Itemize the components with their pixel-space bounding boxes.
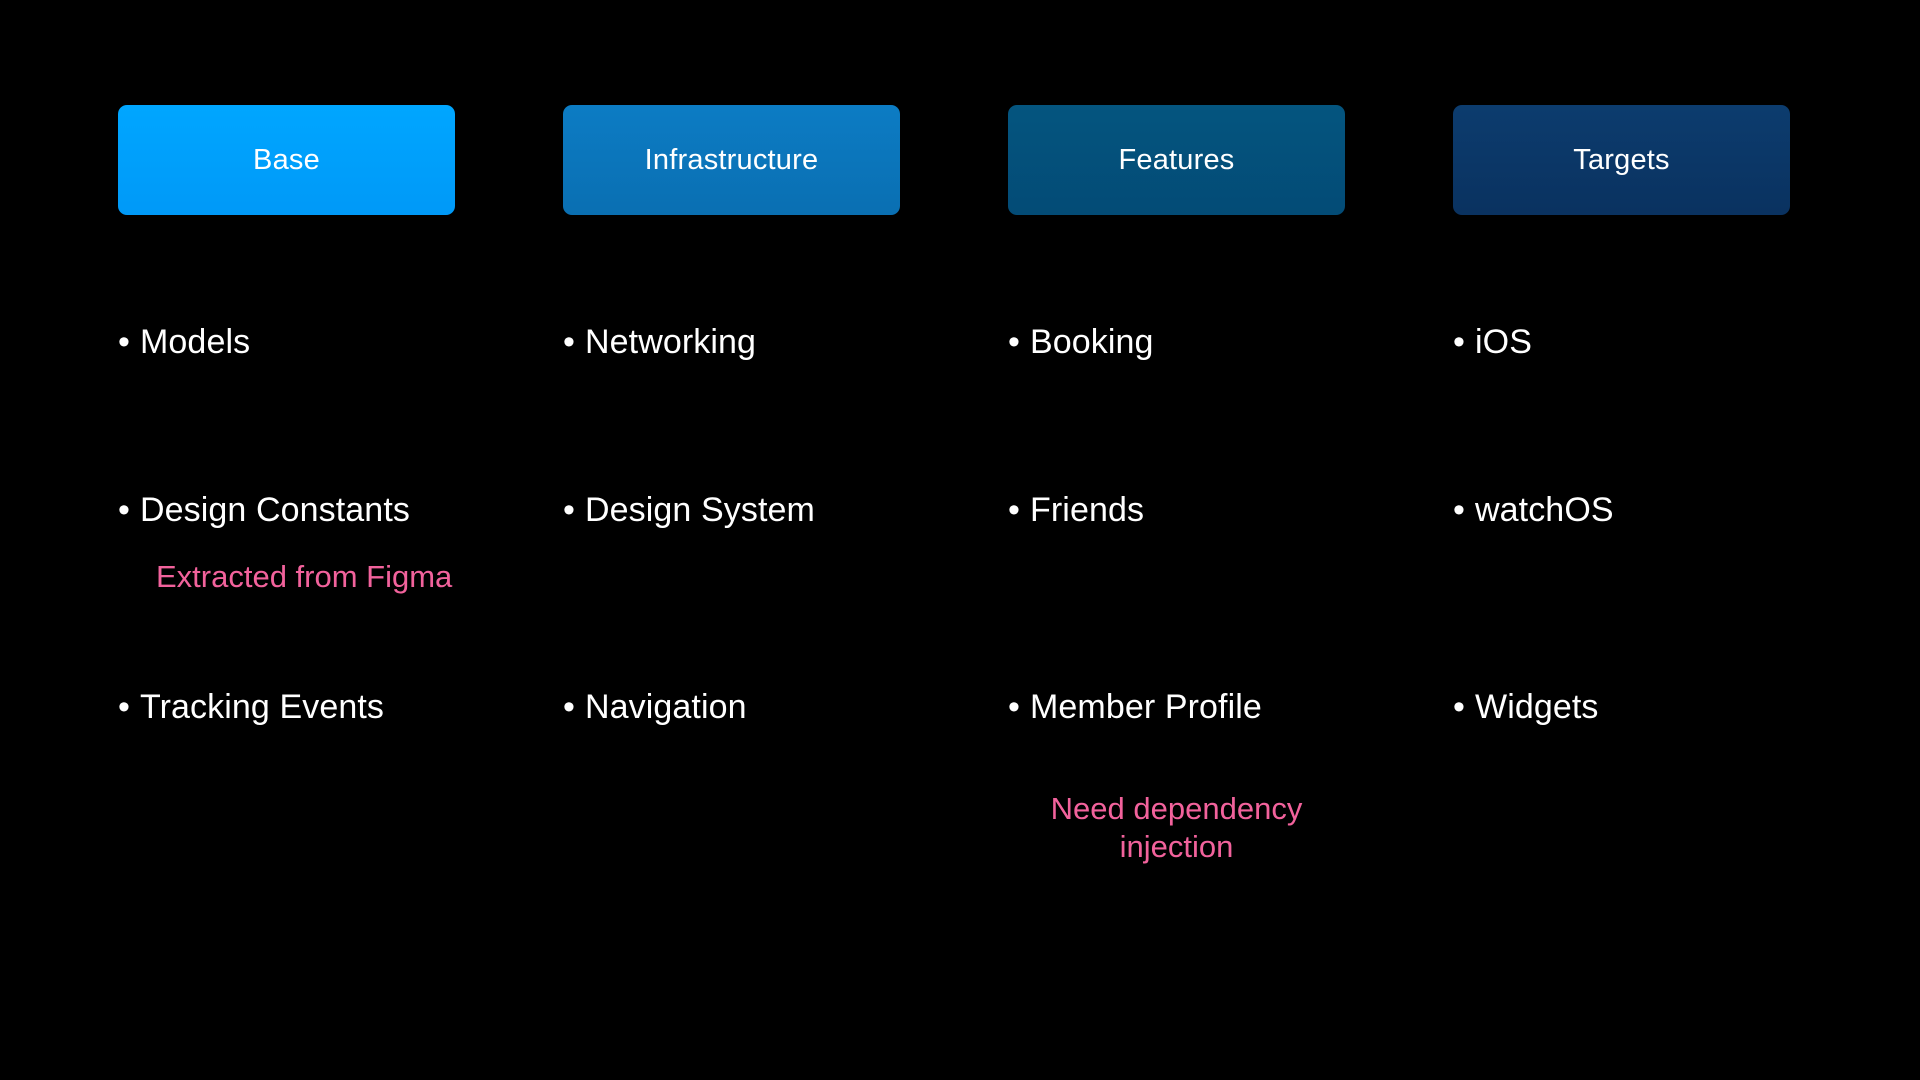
header-chip-base[interactable]: Base	[118, 105, 455, 215]
bullet-dot-icon: •	[1453, 688, 1465, 726]
bullet-dot-icon: •	[1008, 491, 1020, 529]
list-item-label: watchOS	[1475, 491, 1614, 529]
bullet-dot-icon: •	[563, 491, 575, 529]
header-chip-label: Base	[253, 143, 320, 176]
list-item-label: Member Profile	[1030, 688, 1262, 726]
bullet-dot-icon: •	[1453, 491, 1465, 529]
column-base: Base • Models • Design Constants • Track…	[118, 0, 455, 1080]
list-item[interactable]: • Design Constants	[118, 488, 578, 532]
header-chip-label: Infrastructure	[644, 143, 819, 176]
column-targets: Targets • iOS • watchOS • Widgets	[1453, 0, 1790, 1080]
list-item-label: Navigation	[585, 688, 747, 726]
list-item[interactable]: • Models	[118, 320, 578, 364]
list-item-label: Widgets	[1475, 688, 1599, 726]
list-item[interactable]: • Navigation	[563, 685, 1023, 729]
list-item-label: Friends	[1030, 491, 1145, 529]
bullet-dot-icon: •	[118, 688, 130, 726]
bullet-dot-icon: •	[118, 323, 130, 361]
header-chip-infrastructure[interactable]: Infrastructure	[563, 105, 900, 215]
list-item[interactable]: • Design System	[563, 488, 1023, 532]
bullet-dot-icon: •	[1453, 323, 1465, 361]
column-features: Features • Booking • Friends • Member Pr…	[1008, 0, 1345, 1080]
list-item[interactable]: • watchOS	[1453, 488, 1913, 532]
bullet-dot-icon: •	[1008, 323, 1020, 361]
column-infrastructure: Infrastructure • Networking • Design Sys…	[563, 0, 900, 1080]
list-item[interactable]: • Friends	[1008, 488, 1468, 532]
bullet-dot-icon: •	[563, 323, 575, 361]
list-item-label: Design System	[585, 491, 815, 529]
list-item-label: Models	[140, 323, 251, 361]
bullet-dot-icon: •	[118, 491, 130, 529]
list-item[interactable]: • Tracking Events	[118, 685, 578, 729]
list-item-label: Design Constants	[140, 491, 410, 529]
bullet-dot-icon: •	[1008, 688, 1020, 726]
list-item[interactable]: • iOS	[1453, 320, 1913, 364]
annotation-note: Extracted from Figma	[156, 559, 453, 594]
header-chip-label: Targets	[1573, 143, 1670, 176]
list-item[interactable]: • Booking	[1008, 320, 1468, 364]
list-item[interactable]: • Member Profile	[1008, 685, 1468, 729]
annotation-note: Need dependency injection	[1050, 791, 1303, 864]
bullet-dot-icon: •	[563, 688, 575, 726]
list-item[interactable]: • Networking	[563, 320, 1023, 364]
header-chip-label: Features	[1118, 143, 1235, 176]
header-chip-targets[interactable]: Targets	[1453, 105, 1790, 215]
list-item-label: Networking	[585, 323, 757, 361]
list-item[interactable]: • Widgets	[1453, 685, 1913, 729]
header-chip-features[interactable]: Features	[1008, 105, 1345, 215]
list-item-label: iOS	[1475, 323, 1532, 361]
list-item-label: Tracking Events	[140, 688, 384, 726]
list-item-label: Booking	[1030, 323, 1154, 361]
